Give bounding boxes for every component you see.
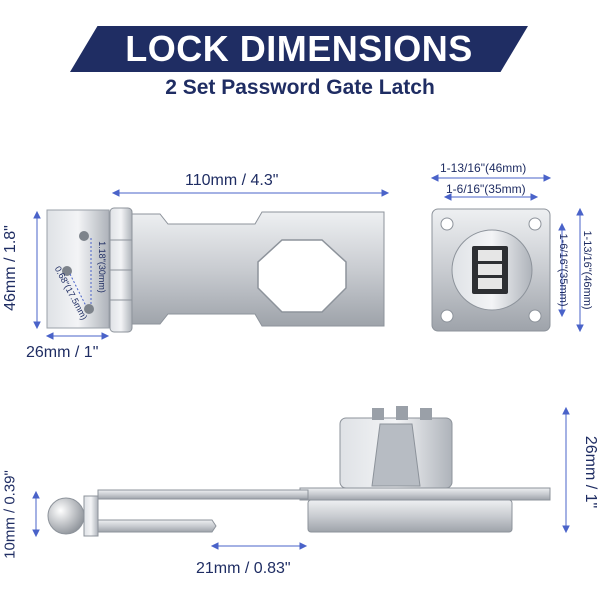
combination-lock-front-view [431,208,551,332]
hasp-arm-side [97,489,309,500]
header-banner: LOCK DIMENSIONS [0,0,600,80]
banner-background [70,26,528,72]
screw-hole-icon [84,304,94,314]
lock-inner-width-label: 1-6/16"(35mm) [446,182,526,196]
base-plate-side [307,499,513,533]
hasp-octagon-hole [257,239,347,313]
hasp-staple-plate [46,209,110,329]
length-label: 110mm / 4.3" [185,172,279,189]
side-dimension-lines [32,406,570,550]
lock-dimension-lines [430,174,584,333]
page-title: LOCK DIMENSIONS [125,28,473,69]
hinge-knob [47,497,85,535]
plate-width-label: 26mm / 1" [26,344,99,361]
page-subtitle: 2 Set Password Gate Latch [165,76,435,99]
lock-outer-height-label: 1-13/16"(46mm) [581,230,593,310]
side-view [47,406,551,537]
screw-hole-icon [79,231,89,241]
thickness-label: 10mm / 0.39" [1,470,19,559]
hole-spacing-long-label: 1.18"(30mm) [97,241,107,293]
loop-length-label: 21mm / 0.83" [196,560,291,577]
lock-outer-width-label: 1-13/16"(46mm) [440,161,527,175]
hasp-front-view [46,207,385,333]
lock-inner-height-label: 1-6/16"(35mm) [557,233,569,307]
mounting-plate-side [299,487,551,501]
height-label: 46mm / 1.8" [2,225,19,311]
hasp-dimension-lines [33,189,390,340]
screw-hole-icon [62,266,72,276]
side-height-label: 26mm / 1" [582,435,599,509]
hasp-loop-side [95,519,217,533]
